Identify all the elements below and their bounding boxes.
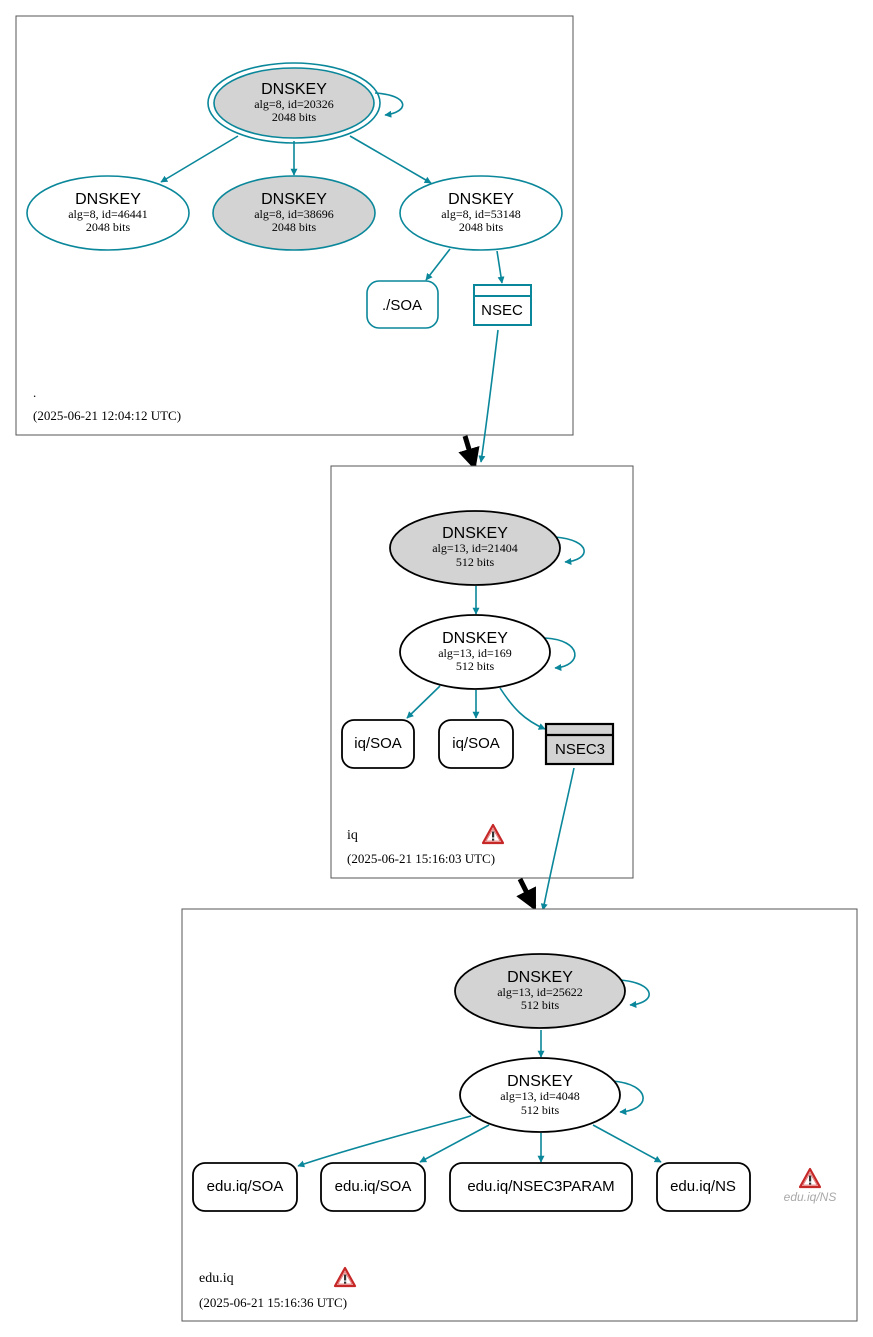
dnskey-detail: alg=13, id=4048 [500, 1089, 580, 1103]
self-sign-edge [374, 92, 404, 118]
dnskey-detail: alg=8, id=20326 [254, 97, 334, 111]
ns-warning-node: edu.iq/NS [784, 1167, 837, 1204]
sign-edge [499, 687, 546, 730]
rrset-label: ./SOA [382, 297, 422, 314]
dnskey-bits: 512 bits [521, 1103, 560, 1117]
dnskey-detail: alg=13, id=169 [438, 646, 512, 660]
dnskey-bits: 512 bits [456, 659, 495, 673]
zone-edu-iq: DNSKEY alg=13, id=25622 512 bits DNSKEY … [181, 908, 858, 1322]
nsec3-node: NSEC3 [544, 722, 615, 766]
dnskey-title: DNSKEY [261, 81, 327, 98]
zone-name: edu.iq [199, 1271, 234, 1286]
dnskey-title: DNSKEY [75, 191, 141, 208]
sign-edge [406, 685, 441, 719]
dnskey-bits: 2048 bits [86, 220, 131, 234]
delegation-edge [478, 329, 499, 463]
dnskey-detail: alg=13, id=25622 [497, 985, 583, 999]
rrset-label: edu.iq/SOA [207, 1178, 284, 1195]
sign-edge [496, 250, 505, 284]
sign-edge [425, 248, 451, 281]
nsec3-label: NSEC3 [555, 741, 605, 758]
self-sign-edge [544, 637, 576, 672]
rrset-node-iq-soa: iq/SOA [341, 719, 415, 769]
rrset-node-iq-soa: iq/SOA [438, 719, 514, 769]
self-sign-edge [611, 1080, 644, 1116]
zone-iq: DNSKEY alg=13, id=21404 512 bits DNSKEY … [330, 465, 634, 911]
dnskey-detail: alg=8, id=46441 [68, 207, 148, 221]
rrset-label: edu.iq/NS [670, 1178, 736, 1195]
sign-edge [592, 1124, 662, 1163]
dnskey-node-4048: DNSKEY alg=13, id=4048 512 bits [459, 1057, 621, 1133]
dnskey-title: DNSKEY [442, 525, 508, 542]
sign-edge [419, 1124, 490, 1163]
dnskey-bits: 512 bits [521, 998, 560, 1012]
dnskey-node-21404: DNSKEY alg=13, id=21404 512 bits [389, 510, 561, 586]
delegation-arrow [458, 435, 480, 471]
dnskey-node-38696: DNSKEY alg=8, id=38696 2048 bits [212, 175, 376, 251]
dnskey-title: DNSKEY [448, 191, 514, 208]
dnskey-title: DNSKEY [442, 630, 508, 647]
sign-edge [349, 135, 432, 184]
delegation-arrow [516, 877, 537, 911]
dnskey-node-25622: DNSKEY alg=13, id=25622 512 bits [454, 953, 626, 1029]
sign-edge [160, 135, 239, 183]
dnskey-bits: 2048 bits [272, 110, 317, 124]
dnskey-title: DNSKEY [507, 1073, 573, 1090]
rrset-label: edu.iq/NSEC3PARAM [467, 1178, 614, 1195]
dnskey-bits: 512 bits [456, 555, 495, 569]
dnskey-detail: alg=8, id=53148 [441, 207, 521, 221]
dnskey-bits: 2048 bits [459, 220, 504, 234]
rrset-label: edu.iq/SOA [335, 1178, 412, 1195]
rrset-label: iq/SOA [354, 735, 402, 752]
dnskey-detail: alg=8, id=38696 [254, 207, 334, 221]
zone-name: . [33, 385, 36, 400]
self-sign-edge [554, 536, 585, 566]
rrset-node-edu-iq-soa: edu.iq/SOA [192, 1162, 298, 1212]
nsec-label: NSEC [481, 302, 523, 319]
dnskey-bits: 2048 bits [272, 220, 317, 234]
dnskey-detail: alg=13, id=21404 [432, 541, 518, 555]
dnskey-title: DNSKEY [261, 191, 327, 208]
zone-name: iq [347, 828, 358, 843]
zone-timestamp: (2025-06-21 15:16:36 UTC) [199, 1295, 347, 1310]
delegation-edge [540, 767, 575, 911]
zone-timestamp: (2025-06-21 15:16:03 UTC) [347, 851, 495, 866]
dnskey-node-53148: DNSKEY alg=8, id=53148 2048 bits [399, 175, 563, 251]
rrset-node-edu-iq-ns: edu.iq/NS [656, 1162, 751, 1212]
rrset-label: iq/SOA [452, 735, 500, 752]
sign-edge [297, 1115, 472, 1168]
nsec-node: NSEC [473, 284, 532, 326]
rrset-node-root-soa: ./SOA [366, 280, 439, 329]
dnskey-node-20326: DNSKEY alg=8, id=20326 2048 bits [207, 62, 381, 144]
dnskey-node-46441: DNSKEY alg=8, id=46441 2048 bits [26, 175, 190, 251]
zone-timestamp: (2025-06-21 12:04:12 UTC) [33, 408, 181, 423]
ns-warning-label: edu.iq/NS [784, 1190, 837, 1204]
dnskey-title: DNSKEY [507, 969, 573, 986]
dnskey-node-169: DNSKEY alg=13, id=169 512 bits [399, 614, 551, 690]
rrset-node-edu-iq-nsec3param: edu.iq/NSEC3PARAM [449, 1162, 633, 1212]
self-sign-edge [619, 979, 650, 1009]
zone-root: DNSKEY alg=8, id=20326 2048 bits DNSKEY … [15, 15, 574, 463]
rrset-node-edu-iq-soa: edu.iq/SOA [320, 1162, 426, 1212]
